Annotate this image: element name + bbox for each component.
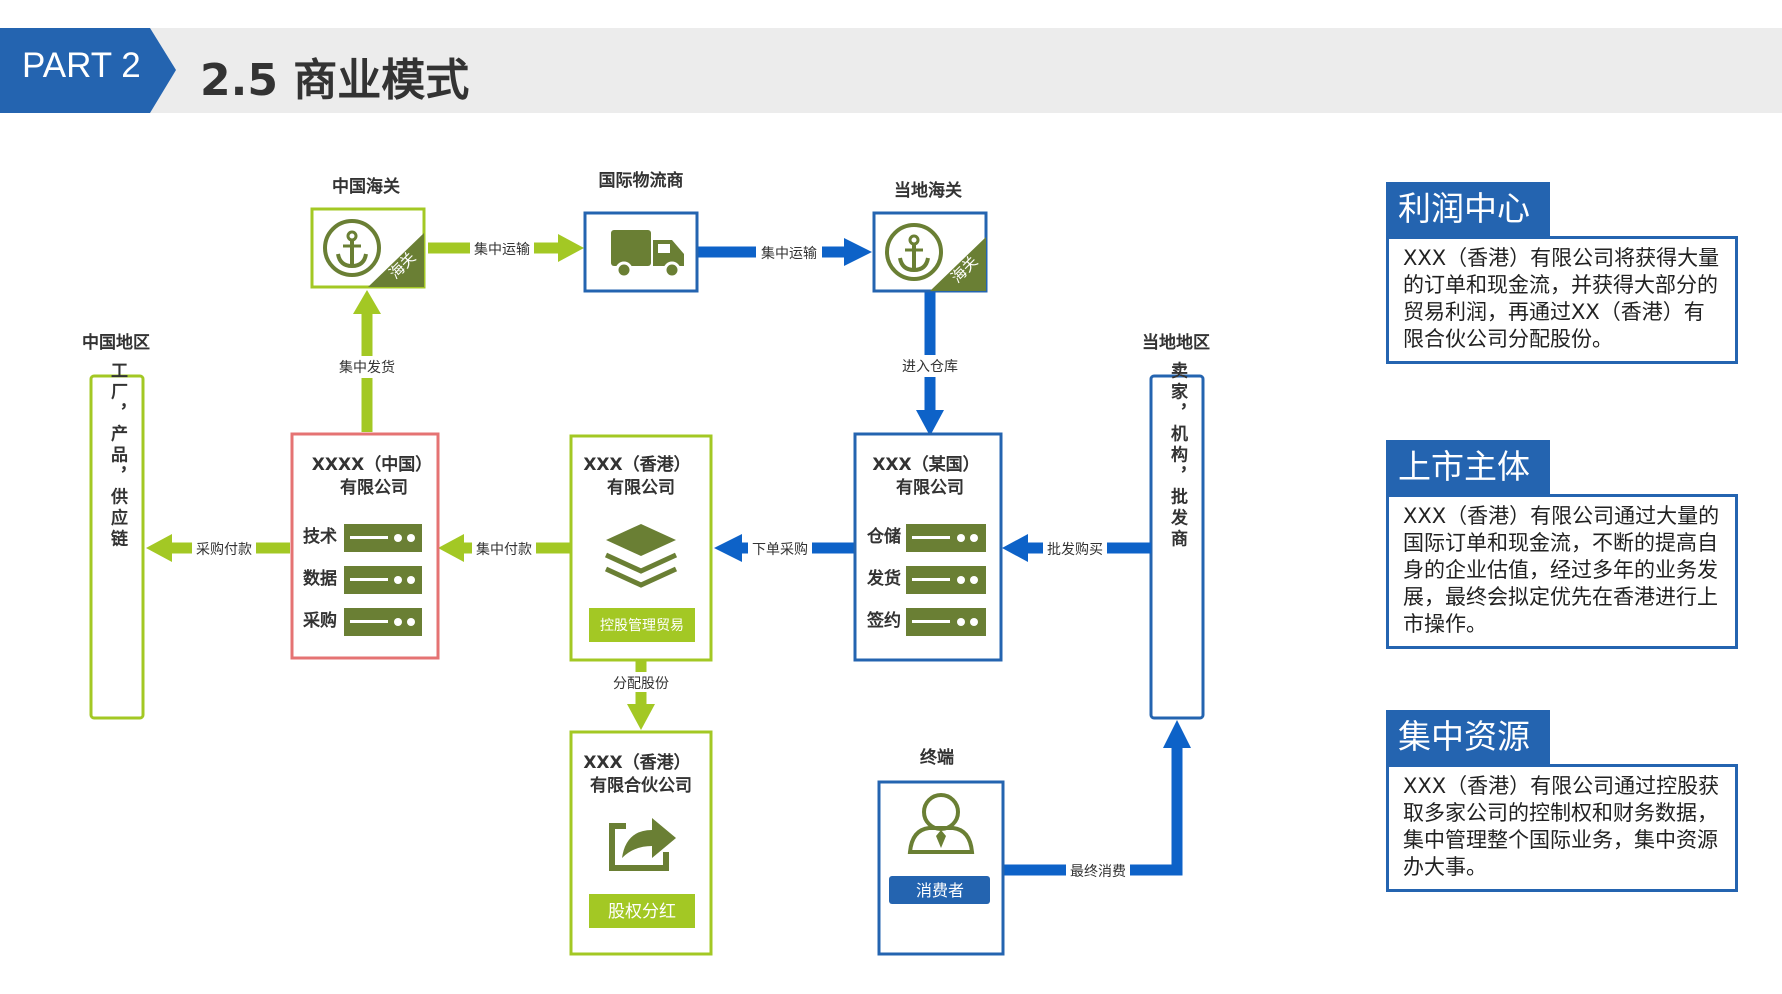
side-card-body: XXX（香港）有限公司通过大量的国际订单和现金流，不断的提高自身的企业估值，经过… (1386, 494, 1738, 649)
china-customs-title: 中国海关 (332, 176, 400, 197)
hk-partnership-title-line1: XXX（香港） (583, 752, 690, 773)
edge-central-payment-arrowhead (438, 534, 464, 562)
side-card-body: XXX（香港）有限公司通过控股获取多家公司的控制权和财务数据，集中管理整个国际业… (1386, 764, 1738, 892)
edge-transport-1-arrowhead (558, 234, 584, 262)
logistics-title: 国际物流商 (599, 170, 684, 191)
hk-partnership-node: XXX（香港） 有限合伙公司 股权分红 (569, 730, 713, 956)
china-company-node: XXXX（中国） 有限公司 技术 数据 采购 (290, 432, 440, 660)
anchor-icon (323, 219, 381, 277)
china-company-title-line2: 有限公司 (340, 477, 408, 498)
terminal-node: 消费者 (877, 780, 1005, 956)
edge-enter-warehouse-arrowhead (916, 410, 944, 436)
hk-company-title-line1: XXX（香港） (583, 454, 690, 475)
edge-final-consumption-arrowhead (1163, 720, 1191, 748)
server-icon (906, 524, 986, 636)
edge-transport-2-arrowhead (844, 238, 872, 266)
part-label: PART 2 (22, 46, 141, 85)
logistics-node (583, 211, 699, 293)
side-card-profit-center: 利润中心 XXX（香港）有限公司将获得大量的订单和现金流，并获得大部分的贸易利润… (1386, 182, 1738, 364)
layers-icon (604, 524, 678, 588)
china-company-title-line1: XXXX（中国） (312, 454, 432, 475)
region-title-local: 当地地区 (1142, 332, 1210, 353)
share-icon (609, 818, 676, 871)
china-region-box (89, 374, 145, 720)
part-tag (0, 28, 176, 113)
china-region-text: 工厂，产品，供应链 (107, 362, 129, 551)
anchor-icon (885, 223, 943, 281)
side-card-heading: 利润中心 (1386, 182, 1550, 236)
some-company-node: XXX（某国） 有限公司 仓储 发货 签约 (853, 432, 1003, 662)
terminal-title: 终端 (920, 747, 954, 768)
side-card-listing-entity: 上市主体 XXX（香港）有限公司通过大量的国际订单和现金流，不断的提高自身的企业… (1386, 440, 1738, 649)
server-icon (344, 524, 422, 636)
terminal-button[interactable] (889, 876, 990, 904)
hk-partnership-button[interactable] (589, 894, 695, 928)
local-region-text: 卖家，机构，批发商 (1167, 360, 1189, 550)
side-card-body: XXX（香港）有限公司将获得大量的订单和现金流，并获得大部分的贸易利润，再通过X… (1386, 236, 1738, 364)
china-customs-node: 海关 (310, 207, 426, 289)
hk-company-title-line2: 有限公司 (607, 477, 675, 498)
edge-label-distribute-shares: 分配股份 (613, 676, 669, 692)
edge-label-transport-1: 集中运输 (474, 241, 530, 258)
business-model-diagram: 中国地区 当地地区 工厂，产品，供应链 卖家，机构，批发商 集中发货 集中运输 … (82, 170, 1210, 956)
side-card-centralized-resources: 集中资源 XXX（香港）有限公司通过控股获取多家公司的控制权和财务数据，集中管理… (1386, 710, 1738, 892)
hk-company-button-label: 控股管理贸易 (600, 618, 684, 634)
local-customs-node: 海关 (872, 211, 988, 293)
china-company-row-2: 数据 (303, 568, 337, 589)
header-bar (0, 28, 1782, 113)
edge-label-purchase-payment: 采购付款 (196, 542, 252, 558)
some-company-title-line1: XXX（某国） (872, 454, 979, 475)
truck-icon (611, 230, 684, 279)
page-title: 2.5 商业模式 (200, 55, 470, 106)
edge-label-final-consumption: 最终消费 (1070, 864, 1126, 880)
side-card-heading: 上市主体 (1386, 440, 1550, 494)
local-customs-title: 当地海关 (894, 180, 962, 201)
edge-wholesale-arrowhead (1002, 534, 1028, 562)
region-title-china: 中国地区 (82, 332, 150, 353)
edge-place-order-arrowhead (714, 534, 742, 562)
edge-purchase-payment-arrowhead (146, 534, 172, 562)
edge-label-enter-warehouse: 进入仓库 (902, 359, 958, 375)
side-card-heading: 集中资源 (1386, 710, 1550, 764)
china-company-row-1: 技术 (303, 526, 337, 547)
edge-label-transport-2: 集中运输 (761, 245, 817, 262)
hk-company-button[interactable] (589, 608, 695, 642)
hk-company-node: XXX（香港） 有限公司 控股管理贸易 (569, 434, 713, 662)
edge-label-ship-out: 集中发货 (339, 359, 395, 376)
user-icon (907, 793, 975, 854)
hk-partnership-title-line2: 有限合伙公司 (590, 775, 692, 796)
some-company-row-3: 签约 (866, 610, 901, 631)
china-company-row-3: 采购 (302, 610, 337, 631)
some-company-row-1: 仓储 (866, 526, 901, 547)
terminal-button-label: 消费者 (916, 881, 964, 900)
some-company-title-line2: 有限公司 (896, 477, 964, 498)
some-company-row-2: 发货 (866, 568, 901, 589)
edge-label-central-payment: 集中付款 (476, 541, 532, 558)
hk-partnership-button-label: 股权分红 (608, 902, 676, 922)
edge-label-wholesale: 批发购买 (1047, 542, 1103, 558)
edge-final-consumption (1004, 746, 1183, 876)
edge-distribute-shares-arrowhead (627, 704, 655, 730)
edge-ship-out-arrowhead (353, 290, 381, 314)
edge-label-place-order: 下单采购 (752, 542, 808, 558)
